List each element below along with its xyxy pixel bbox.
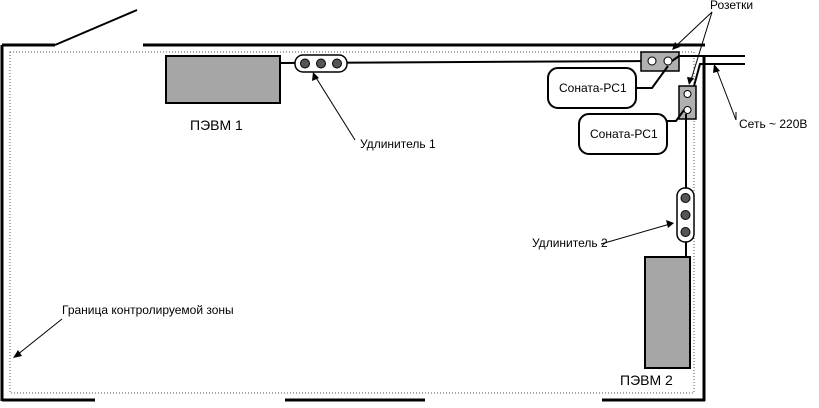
socket2-hole-1 <box>683 90 692 98</box>
extender1-outlet-2 <box>316 58 326 69</box>
socket1-hole-1 <box>647 56 657 66</box>
sockets-pointer-1 <box>675 11 713 47</box>
extender2-outlet-1 <box>680 193 691 203</box>
extender2-pointer <box>600 223 671 245</box>
mains-cable-2 <box>693 63 745 87</box>
pc1-label: ПЭВМ 1 <box>190 117 243 133</box>
controlled-zone-border <box>9 51 695 394</box>
network-pointer-arrow <box>713 64 720 73</box>
sockets-pointer-2 <box>690 11 713 81</box>
sonata-device-b-label: Соната-РС1 <box>590 127 658 141</box>
pc2-label: ПЭВМ 2 <box>620 372 673 388</box>
extender1-pointer <box>314 75 356 141</box>
socket2-hole-2 <box>683 106 692 114</box>
mains-cable-1 <box>671 55 745 62</box>
zone-border-pointer-arrow <box>13 350 22 358</box>
sonata-device-a-cable <box>636 65 669 89</box>
sockets-pointer-1-arrow <box>672 42 680 50</box>
socket1-body <box>640 51 680 72</box>
extender2-outlet-3 <box>680 227 691 237</box>
zone-border-pointer <box>16 318 63 356</box>
extender1-outlet-3 <box>332 58 342 69</box>
pc2-box <box>644 256 691 369</box>
extender2 <box>676 187 695 243</box>
extender1-outlet-1 <box>300 58 310 69</box>
sonata-device-a-label: Соната-РС1 <box>559 81 627 95</box>
pc1-box <box>165 55 281 104</box>
mains-cables <box>671 55 745 87</box>
extender1-label: Удлинитель 1 <box>360 137 436 151</box>
door-leaf <box>54 9 138 46</box>
room-walls <box>0 9 706 402</box>
sonata-device-b <box>578 113 668 155</box>
extender2-label: Удлинитель 2 <box>532 236 608 250</box>
network-pointer <box>715 67 737 121</box>
extender1 <box>294 54 348 73</box>
network-label: Сеть ~ 220В <box>739 117 807 131</box>
socket1-hole-2 <box>663 56 673 66</box>
sockets-label: Розетки <box>710 0 753 12</box>
extender2-outlet-2 <box>680 210 691 220</box>
extender1-pointer-arrow <box>312 72 319 81</box>
sonata-device-b-cable <box>667 109 685 122</box>
socket1 <box>640 51 680 72</box>
extender2-pointer-arrow <box>666 220 674 228</box>
sockets-pointer-2-arrow <box>687 77 694 85</box>
zone-border-label: Граница контролируемой зоны <box>62 303 234 317</box>
